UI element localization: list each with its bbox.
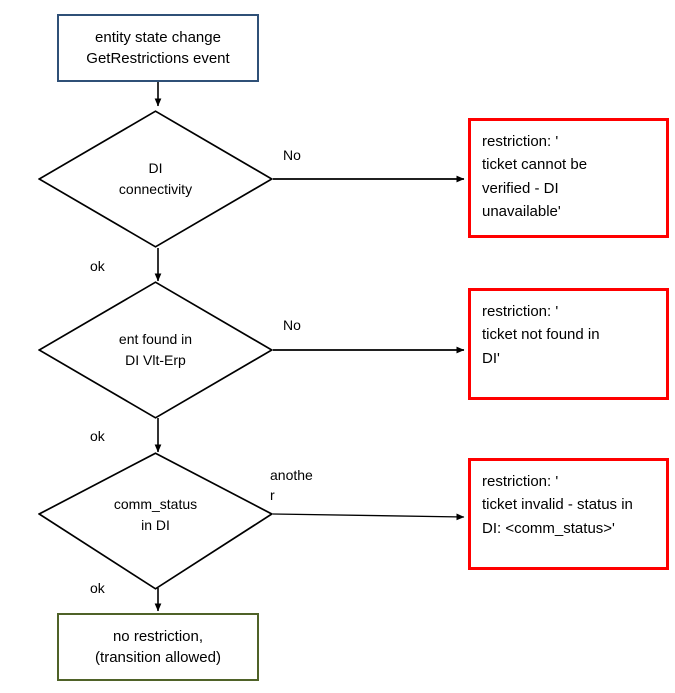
edge-label-connectivity-no: No [283,147,301,163]
node-decision-found[interactable]: ent found in DI Vlt-Erp [38,281,273,419]
decision-status-line-2: in DI [141,516,170,533]
restriction-invalid-line-3: DI: <comm_status>' [482,519,615,537]
decision-connectivity-line-1: DI [148,160,163,176]
node-start[interactable]: entity state change GetRestrictions even… [57,14,259,82]
decision-connectivity-line-2: connectivity [118,181,193,197]
diamond-shape [38,452,273,590]
edge-label-status-another: anothe r [270,467,313,504]
restriction-invalid-line-1: restriction: ' [482,473,559,490]
node-decision-connectivity[interactable]: DI connectivity [38,110,273,248]
decision-status-line-1: comm_status [113,495,198,512]
restriction-unavailable-line-2: ticket cannot be [482,156,588,174]
diamond-shape [38,281,273,419]
edge-label-connectivity-ok: ok [90,258,105,274]
node-decision-found-text: ent found in DI Vlt-Erp [38,281,273,419]
node-end-line-2: (transition allowed) [95,649,221,666]
restriction-unavailable-line-3: verified - DI [482,179,559,197]
edge-label-found-no: No [283,317,301,333]
diamond-shape [38,110,273,248]
node-end-allowed[interactable]: no restriction, (transition allowed) [57,613,259,681]
node-restriction-unavailable[interactable]: restriction: ' ticket cannot be verified… [468,118,669,238]
restriction-not-found-line-2: ticket not found in [482,326,600,344]
node-restriction-invalid[interactable]: restriction: ' ticket invalid - status i… [468,458,669,570]
edge-label-status-ok: ok [90,580,105,596]
decision-found-line-2: DI Vlt-Erp [125,352,186,368]
edge-label-found-ok: ok [90,428,105,444]
node-end-line-1: no restriction, [112,627,204,645]
node-start-line-2: GetRestrictions event [86,50,230,67]
node-decision-connectivity-text: DI connectivity [38,110,273,248]
restriction-unavailable-line-1: restriction: ' [482,133,559,150]
restriction-unavailable-line-4: unavailable' [482,202,561,220]
edge-status-another [272,513,465,521]
node-start-line-1: entity state change [95,28,221,46]
restriction-not-found-line-3: DI' [482,349,500,367]
decision-found-line-1: ent found in [118,331,193,347]
node-decision-status[interactable]: comm_status in DI [38,452,273,590]
restriction-not-found-line-1: restriction: ' [482,303,559,320]
node-restriction-not-found[interactable]: restriction: ' ticket not found in DI' [468,288,669,400]
restriction-invalid-line-2: ticket invalid - status in [482,496,633,514]
node-decision-status-text: comm_status in DI [38,452,273,577]
